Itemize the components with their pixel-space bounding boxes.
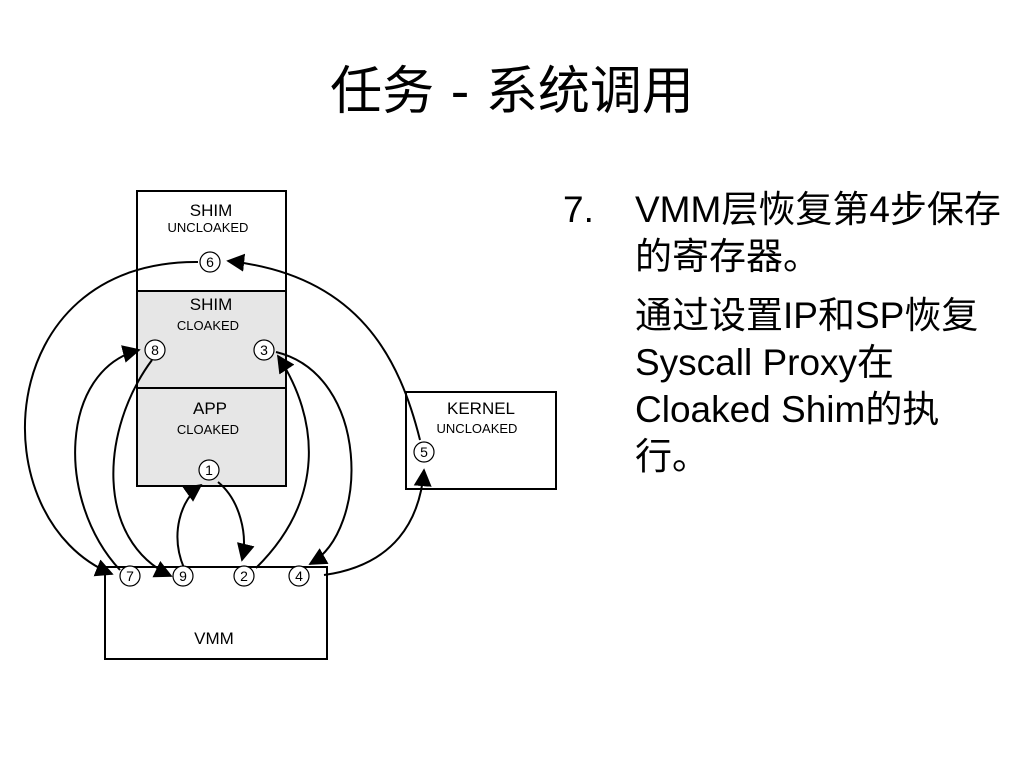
app-cloaked-title: APP <box>193 399 227 418</box>
kernel-title: KERNEL <box>447 399 515 418</box>
arrow-step-5 <box>323 468 432 576</box>
flow-arrows <box>24 253 432 578</box>
svg-text:3: 3 <box>260 342 268 358</box>
slide-title: 任务 - 系统调用 <box>330 62 694 122</box>
arrow-step-2 <box>217 481 255 562</box>
arrow-step-9 <box>112 359 173 578</box>
app-cloaked-subtitle: CLOAKED <box>177 422 239 437</box>
step-marker-4: 4 <box>288 565 310 587</box>
svg-text:7: 7 <box>126 568 134 584</box>
arrow-step-6 <box>226 253 421 441</box>
vmm-box: VMM <box>104 566 328 660</box>
step-marker-1: 1 <box>198 459 220 481</box>
arrow-step-7 <box>24 260 199 577</box>
bullet-body: VMM层恢复第4步保存的寄存器。 通过设置IP和SP恢复Syscall Prox… <box>635 186 1003 480</box>
shim-uncloaked-title: SHIM <box>190 201 233 220</box>
shim-cloaked-title: SHIM <box>190 295 233 314</box>
shim-uncloaked-box: SHIM UNCLOAKED <box>136 190 287 292</box>
shim-uncloaked-subtitle: UNCLOAKED <box>168 220 249 235</box>
kernel-box: KERNEL UNCLOAKED <box>405 391 557 490</box>
bullet-number: 7. <box>563 189 594 230</box>
step-marker-6: 6 <box>199 251 221 273</box>
svg-text:5: 5 <box>420 444 428 460</box>
svg-text:6: 6 <box>206 254 214 270</box>
svg-text:2: 2 <box>240 568 248 584</box>
step-marker-8: 8 <box>144 339 166 361</box>
vmm-title: VMM <box>194 629 234 648</box>
arrow-step-4 <box>275 351 353 565</box>
bullet-line-2: 通过设置IP和SP恢复Syscall Proxy在Cloaked Shim的执行… <box>635 295 979 477</box>
step-marker-3: 3 <box>253 339 275 361</box>
shim-cloaked-box: SHIM CLOAKED <box>136 290 287 389</box>
arrow-step-3 <box>255 354 310 569</box>
kernel-subtitle: UNCLOAKED <box>437 421 518 436</box>
arrow-step-1 <box>176 483 203 569</box>
svg-text:4: 4 <box>295 568 303 584</box>
arrow-step-8 <box>74 345 141 571</box>
svg-text:8: 8 <box>151 342 159 358</box>
step-marker-7: 7 <box>119 565 141 587</box>
step-marker-9: 9 <box>172 565 194 587</box>
step-marker-2: 2 <box>233 565 255 587</box>
shim-cloaked-subtitle: CLOAKED <box>177 318 239 333</box>
svg-text:9: 9 <box>179 568 187 584</box>
bullet-line-1: VMM层恢复第4步保存的寄存器。 <box>635 189 1001 277</box>
svg-text:1: 1 <box>205 462 213 478</box>
step-marker-5: 5 <box>413 441 435 463</box>
